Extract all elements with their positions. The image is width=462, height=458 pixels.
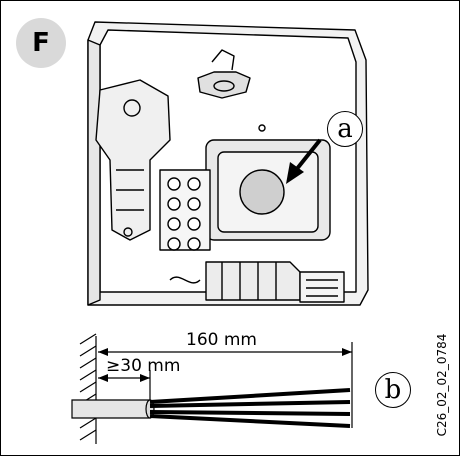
push-arrow [294,138,322,172]
strip-prefix: ≥ [106,356,121,376]
terminal-screws [167,177,201,251]
right-cable-entry [299,271,345,303]
bottom-wiring [169,276,201,284]
conductor-1 [149,388,351,404]
callout-a-label: a [337,114,353,144]
conductor-2 [149,400,351,408]
cable-diagram [71,333,353,444]
wall-hatch [79,333,97,441]
left-rail [87,39,101,306]
terminal-block-bottom [205,261,301,301]
image-code: C26_02_02_0784 [432,320,452,450]
strip-length-label: ≥30 mm [106,356,180,376]
top-clip [197,71,251,99]
knockout-hole [239,169,285,215]
overall-length-label: 160 mm [186,330,257,350]
callout-a: a [327,111,363,147]
callout-b: b [375,372,411,408]
conductor-4 [149,414,351,428]
terminal-block-left [159,169,211,251]
image-code-text: C26_02_02_0784 [435,333,449,437]
conductor-3 [149,410,351,416]
callout-b-label: b [384,375,402,405]
left-assembly [95,79,171,241]
strip-value: 30 mm [120,356,181,376]
cable-sheath [71,399,151,419]
figure-letter-badge: F [16,18,66,68]
